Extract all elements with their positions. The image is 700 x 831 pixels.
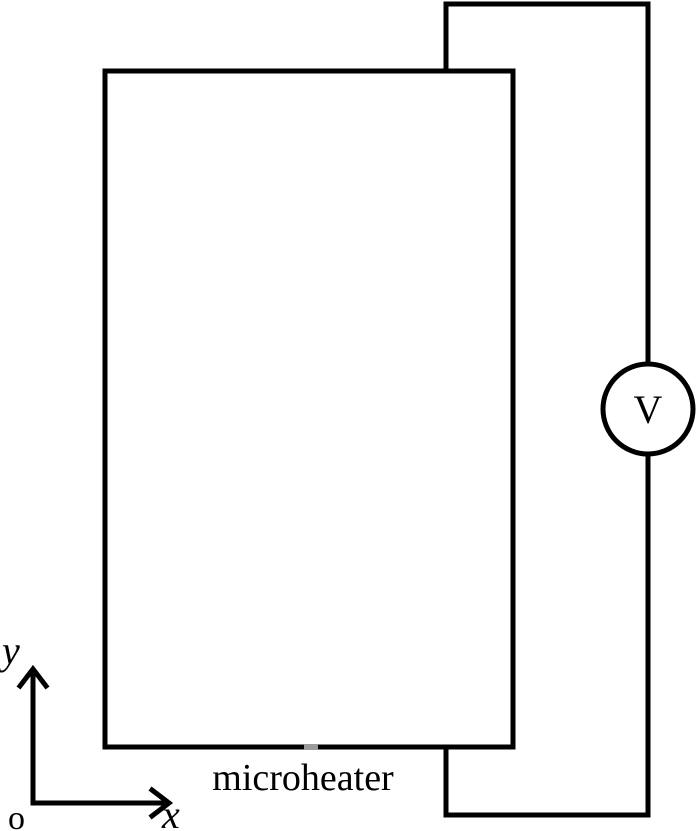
voltmeter: V — [600, 361, 696, 457]
y-axis-arrowhead — [16, 664, 50, 690]
voltmeter-label: V — [634, 387, 663, 432]
microheater-mark — [304, 744, 318, 750]
x-axis-label: x — [161, 792, 180, 831]
lower-wire — [443, 452, 651, 818]
coordinate-axes: y x o — [0, 628, 180, 831]
microheater-label: microheater — [212, 757, 394, 799]
x-axis-arrowhead — [148, 786, 174, 820]
y-axis-label: y — [0, 628, 20, 673]
upper-wire — [443, 1, 651, 366]
plate-rectangle — [102, 68, 516, 750]
voltmeter-circle — [600, 361, 696, 457]
origin-label: o — [8, 800, 25, 831]
